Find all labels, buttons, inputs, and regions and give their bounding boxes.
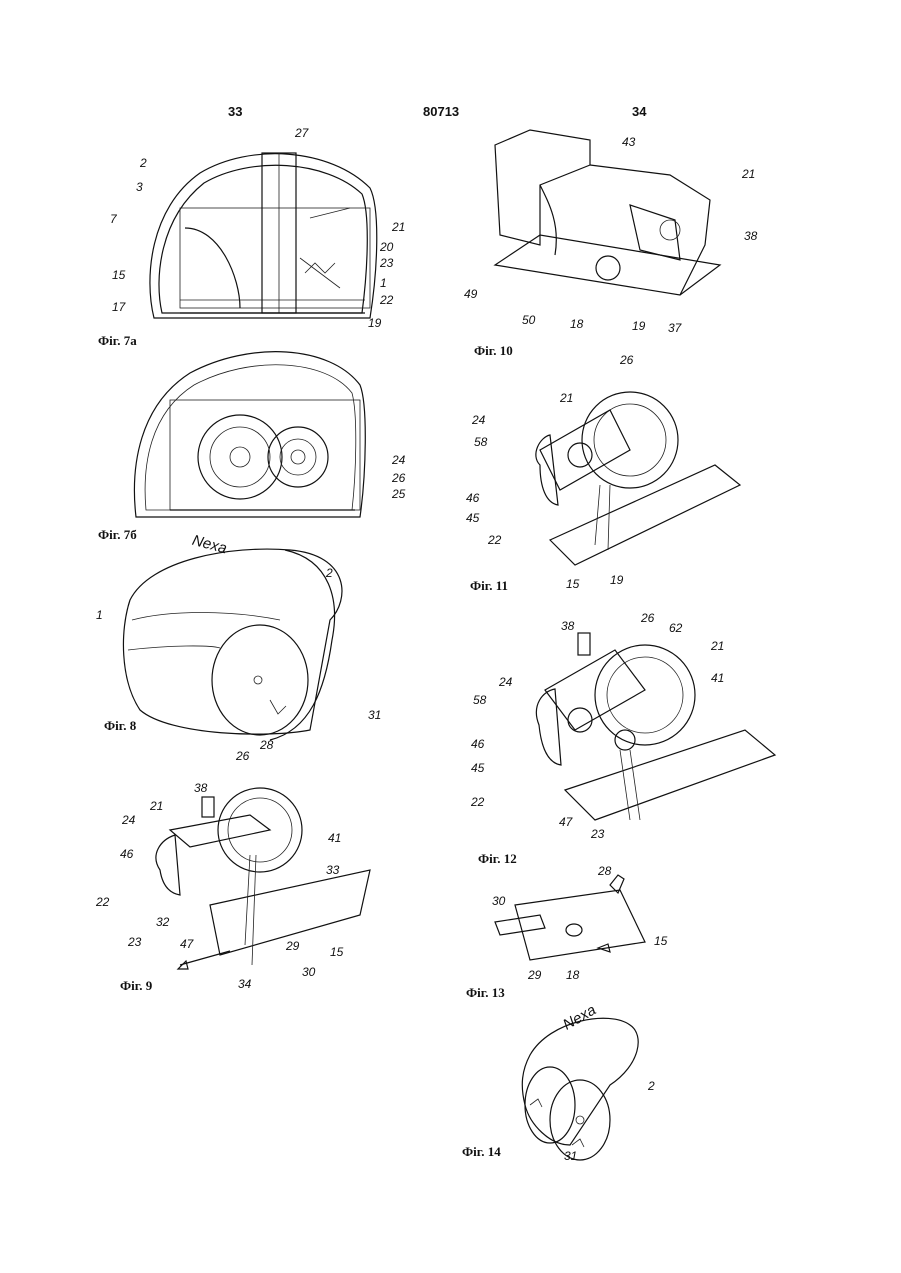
fig10-label: 18 (570, 317, 583, 331)
figure-7b-drawing (130, 345, 420, 525)
fig11-caption: Фіг. 11 (470, 578, 508, 594)
fig12-label: 38 (561, 619, 574, 633)
fig12-label: 58 (473, 693, 486, 707)
fig8-caption: Фіг. 8 (104, 718, 136, 734)
fig9-label: 15 (330, 945, 343, 959)
fig11-label: 19 (610, 573, 623, 587)
fig7a-label: 15 (112, 268, 125, 282)
figure-11-drawing (500, 355, 750, 575)
fig9-caption: Фіг. 9 (120, 978, 152, 994)
fig9-label: 38 (194, 781, 207, 795)
fig11-label: 15 (566, 577, 579, 591)
figure-13-drawing (490, 870, 690, 980)
figure-9: 26 38 21 24 41 46 33 22 32 23 47 29 15 3… (120, 755, 390, 995)
fig8-label: 31 (368, 708, 381, 722)
fig9-label: 22 (96, 895, 109, 909)
fig10-label: 43 (622, 135, 635, 149)
fig7b-label: 26 (392, 471, 405, 485)
fig9-label: 34 (238, 977, 251, 991)
fig12-label: 62 (669, 621, 682, 635)
fig12-label: 24 (499, 675, 512, 689)
fig10-label: 37 (668, 321, 681, 335)
fig12-label: 22 (471, 795, 484, 809)
figure-13: 28 30 15 29 18 (490, 870, 690, 980)
fig12-label: 26 (641, 611, 654, 625)
fig9-label: 24 (122, 813, 135, 827)
fig7b-label: 24 (392, 453, 405, 467)
fig7a-label: 7 (110, 212, 117, 226)
fig11-label: 24 (472, 413, 485, 427)
fig7b-label: 25 (392, 487, 405, 501)
fig11-label: 21 (560, 391, 573, 405)
fig7a-label: 19 (368, 316, 381, 330)
fig9-label: 26 (236, 749, 249, 763)
fig8-label: 2 (326, 566, 333, 580)
fig7a-label: 1 (380, 276, 387, 290)
figure-11: 26 21 24 58 46 45 22 15 19 (500, 355, 750, 575)
fig12-label: 23 (591, 827, 604, 841)
fig13-label: 15 (654, 934, 667, 948)
fig9-label: 23 (128, 935, 141, 949)
fig13-label: 30 (492, 894, 505, 908)
fig11-label: 26 (620, 353, 633, 367)
fig7a-label: 21 (392, 220, 405, 234)
fig9-label: 46 (120, 847, 133, 861)
fig8-label: 1 (96, 608, 103, 622)
fig7a-label: 23 (380, 256, 393, 270)
fig9-label: 29 (286, 939, 299, 953)
fig13-label: 28 (598, 864, 611, 878)
figure-12-drawing (515, 615, 790, 830)
fig12-caption: Фіг. 12 (478, 851, 517, 867)
fig14-label: 2 (648, 1079, 655, 1093)
fig10-label: 38 (744, 229, 757, 243)
figure-8: Nexa 1 2 31 28 (110, 540, 410, 750)
fig14-label: 31 (564, 1149, 577, 1163)
fig12-label: 45 (471, 761, 484, 775)
fig11-label: 46 (466, 491, 479, 505)
fig7a-label: 22 (380, 293, 393, 307)
fig12-label: 47 (559, 815, 572, 829)
fig11-label: 22 (488, 533, 501, 547)
fig7a-label: 2 (140, 156, 147, 170)
patent-number: 80713 (423, 104, 459, 119)
fig10-label: 50 (522, 313, 535, 327)
fig14-caption: Фіг. 14 (462, 1144, 501, 1160)
fig12-label: 41 (711, 671, 724, 685)
fig9-label: 33 (326, 863, 339, 877)
figure-14: Nexa 2 31 (510, 1005, 670, 1165)
fig9-label: 41 (328, 831, 341, 845)
page-number-left: 33 (228, 104, 242, 119)
fig13-caption: Фіг. 13 (466, 985, 505, 1001)
fig13-label: 29 (528, 968, 541, 982)
fig7a-label: 27 (295, 126, 308, 140)
fig9-label: 32 (156, 915, 169, 929)
figure-14-drawing (510, 1005, 670, 1165)
fig10-label: 21 (742, 167, 755, 181)
fig9-label: 30 (302, 965, 315, 979)
page-number-right: 34 (632, 104, 646, 119)
fig11-label: 58 (474, 435, 487, 449)
fig12-label: 21 (711, 639, 724, 653)
fig9-label: 47 (180, 937, 193, 951)
figure-7a-drawing (140, 128, 420, 338)
fig7a-label: 17 (112, 300, 125, 314)
fig7a-label: 20 (380, 240, 393, 254)
fig12-label: 46 (471, 737, 484, 751)
fig11-label: 45 (466, 511, 479, 525)
figure-7a: 27 2 3 7 15 17 21 20 23 1 22 19 (140, 128, 420, 338)
fig10-label: 49 (464, 287, 477, 301)
fig8-label: 28 (260, 738, 273, 752)
figure-12: 38 26 62 21 24 41 58 46 45 22 47 23 (515, 615, 790, 830)
figure-7b: 24 26 25 (130, 345, 420, 525)
fig13-label: 18 (566, 968, 579, 982)
figure-10-drawing (480, 125, 760, 340)
fig10-label: 19 (632, 319, 645, 333)
fig7a-label: 3 (136, 180, 143, 194)
figure-10: 43 21 38 49 50 18 19 37 (480, 125, 760, 340)
figure-8-drawing (110, 540, 410, 750)
figure-9-drawing (120, 755, 390, 995)
fig9-label: 21 (150, 799, 163, 813)
